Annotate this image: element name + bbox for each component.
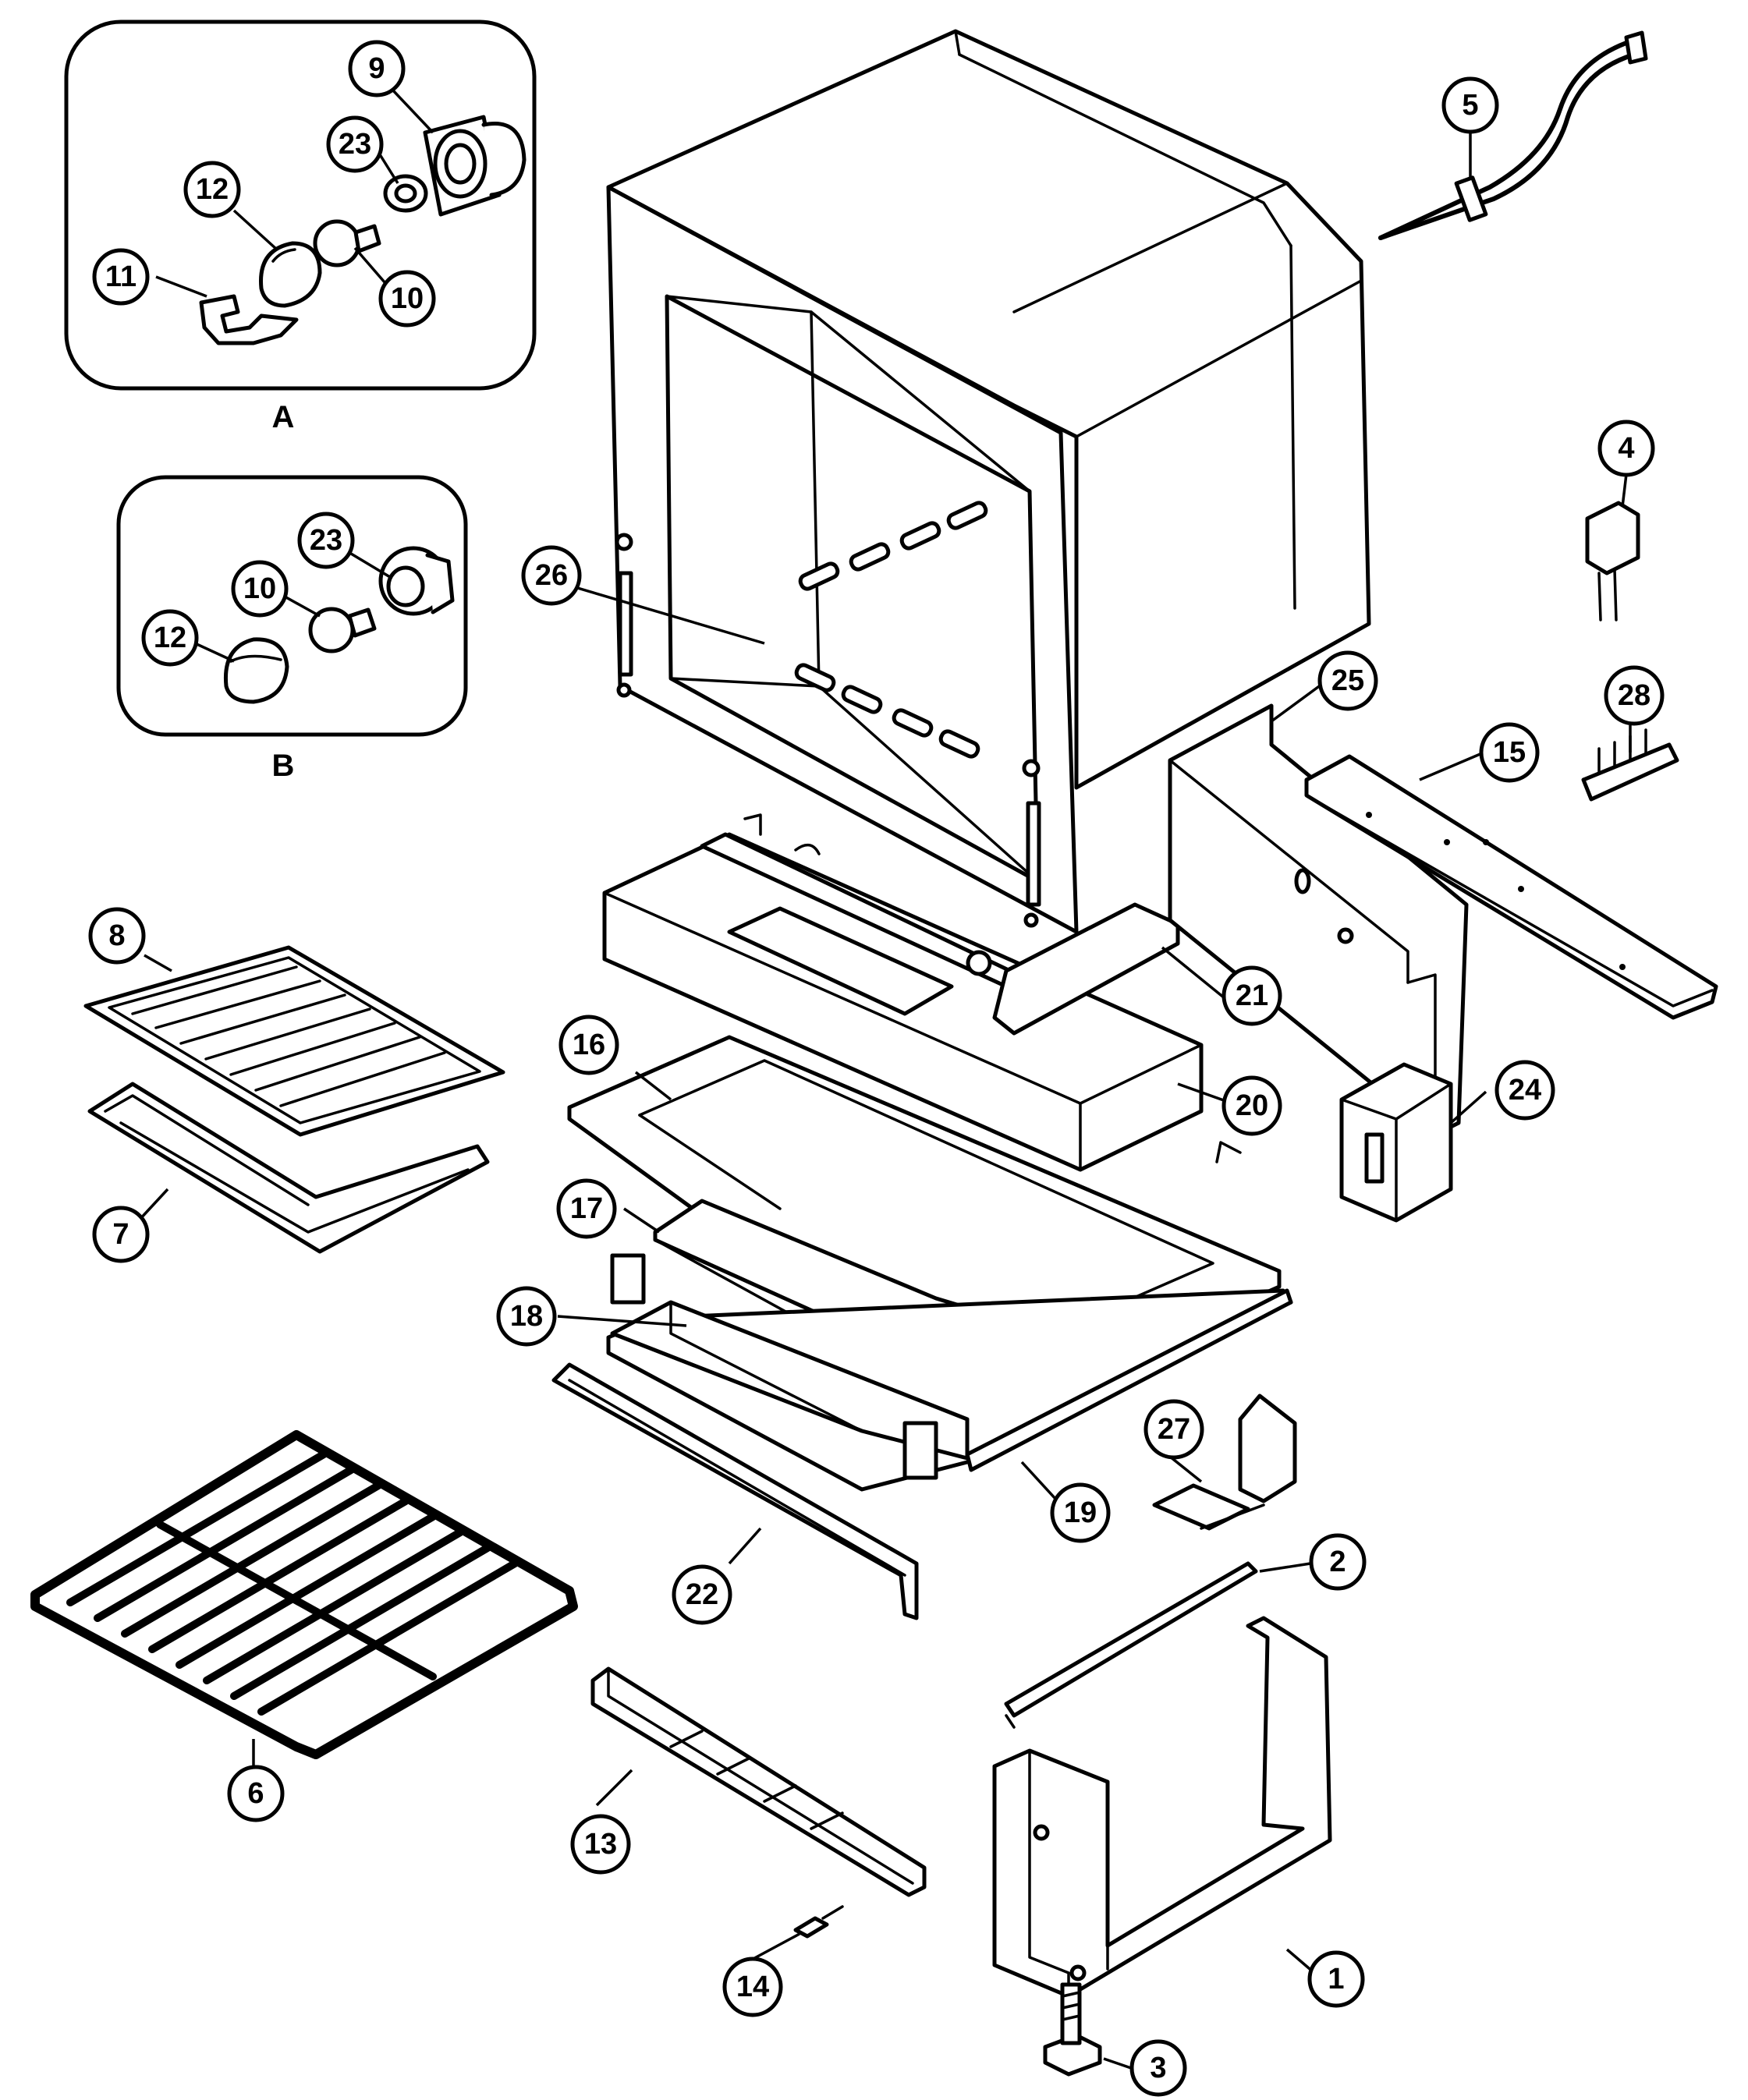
callout-28: 28	[1604, 665, 1665, 726]
callout-label: 10	[243, 572, 276, 605]
callout-label: 18	[510, 1300, 543, 1333]
callout-20: 20	[1221, 1075, 1282, 1136]
callout-23: 23	[297, 512, 355, 569]
callout-13: 13	[570, 1814, 631, 1875]
oven-sensor	[1585, 501, 1640, 622]
inset-b-frame	[116, 475, 468, 737]
light-bulb	[313, 219, 381, 267]
callout-19: 19	[1050, 1482, 1111, 1543]
leveling-leg	[1043, 1982, 1102, 2077]
callout-label: 10	[391, 282, 424, 315]
cavity-bracket	[700, 813, 1180, 1036]
callout-10: 10	[378, 270, 436, 328]
callout-27: 27	[1143, 1399, 1204, 1460]
callout-26: 26	[521, 545, 582, 606]
side-frame	[992, 1616, 1332, 1999]
callout-label: 14	[736, 1971, 769, 2003]
mounting-bracket	[1339, 1062, 1453, 1223]
callout-12: 12	[183, 161, 241, 218]
callout-15: 15	[1479, 722, 1540, 783]
callout-18: 18	[496, 1286, 557, 1347]
callout-25: 25	[1317, 650, 1378, 711]
drawer-slide	[1004, 1561, 1258, 1729]
callout-label: 4	[1618, 432, 1634, 465]
front-trim-strip	[551, 1362, 919, 1620]
callout-8: 8	[88, 907, 146, 965]
callout-11: 11	[92, 248, 150, 306]
callout-label: 22	[686, 1578, 718, 1611]
callout-10: 10	[231, 560, 289, 618]
callout-label: 2	[1329, 1546, 1346, 1578]
callout-label: 3	[1150, 2052, 1166, 2084]
light-socket	[383, 174, 428, 213]
broiler-pan	[87, 1082, 490, 1254]
callout-2: 2	[1309, 1533, 1367, 1591]
callout-label: 16	[573, 1029, 605, 1061]
callout-17: 17	[556, 1178, 617, 1239]
callout-6: 6	[227, 1765, 285, 1822]
callout-label: 8	[108, 919, 125, 952]
callout-3: 3	[1129, 2039, 1187, 2097]
callout-label: 15	[1493, 736, 1526, 769]
hinge-receiver	[1152, 1394, 1297, 1531]
light-lens	[223, 637, 289, 704]
callout-label: 23	[339, 128, 371, 161]
callout-label: 13	[584, 1828, 617, 1861]
callout-label: 28	[1618, 679, 1650, 712]
callout-label: 12	[196, 173, 229, 206]
callout-label: 21	[1236, 979, 1268, 1012]
callout-label: 27	[1158, 1413, 1190, 1446]
callout-label: 12	[154, 622, 186, 654]
inset-a-label: A	[272, 400, 295, 434]
callout-16: 16	[558, 1015, 619, 1075]
rack-supports	[794, 501, 988, 759]
callout-21: 21	[1221, 965, 1282, 1026]
oven-cavity	[606, 29, 1371, 934]
terminal-block-wire	[1378, 30, 1648, 240]
screw	[793, 1905, 844, 1939]
light-lens	[259, 241, 322, 308]
callout-label: 23	[310, 524, 342, 557]
inset-b: B	[116, 475, 468, 783]
callout-14: 14	[722, 1957, 783, 2017]
front-vent-panel	[590, 1666, 927, 1897]
callout-23: 23	[326, 115, 384, 173]
inset-b-label: B	[272, 749, 295, 783]
light-housing	[423, 115, 527, 217]
callout-label: 20	[1236, 1089, 1268, 1122]
callout-4: 4	[1597, 420, 1655, 477]
inset-a: A	[64, 19, 537, 434]
callout-label: 25	[1331, 664, 1364, 697]
callout-label: 11	[105, 260, 137, 293]
callout-7: 7	[92, 1206, 150, 1263]
callout-label: 1	[1328, 1963, 1344, 1996]
callout-22: 22	[672, 1564, 732, 1625]
callout-12: 12	[141, 609, 199, 667]
callout-label: 17	[570, 1192, 603, 1225]
callout-label: 6	[247, 1777, 264, 1810]
light-clip	[199, 294, 299, 345]
callout-1: 1	[1307, 1950, 1365, 2008]
callout-label: 19	[1064, 1496, 1097, 1529]
broiler-drawer-base	[606, 1253, 1293, 1492]
broiler-pan-insert	[83, 945, 505, 1137]
light-bulb	[308, 607, 377, 653]
callout-5: 5	[1441, 76, 1499, 134]
callout-label: 24	[1509, 1074, 1541, 1107]
rear-channel	[1304, 754, 1718, 1020]
callout-9: 9	[348, 40, 406, 97]
oven-rack	[30, 1430, 578, 1759]
callout-label: 9	[368, 52, 385, 85]
callout-label: 7	[112, 1218, 129, 1251]
leader-lines	[137, 88, 1632, 2070]
callout-24: 24	[1494, 1060, 1555, 1121]
light-socket	[378, 546, 455, 616]
callout-label: 5	[1462, 89, 1478, 122]
callout-label: 26	[535, 559, 568, 592]
